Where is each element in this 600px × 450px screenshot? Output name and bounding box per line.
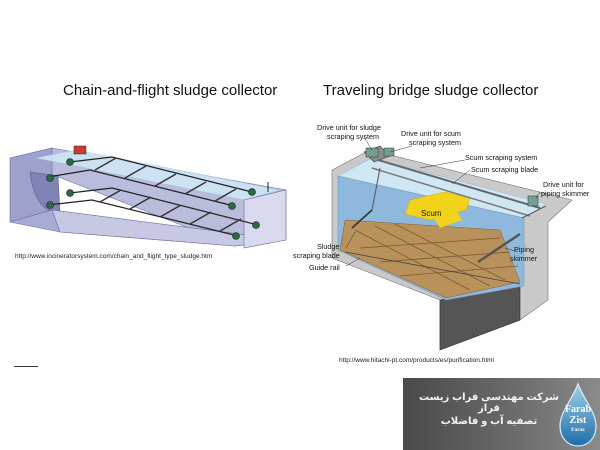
label-sludge-blade-2: scraping blade [293,251,340,260]
left-diagram-title: Chain-and-flight sludge collector [63,82,278,99]
logo-tagline: تصفیه آب و فاضلاب [440,416,538,427]
label-scum-system: Scum scraping system [465,153,537,162]
chain-flight-collector-illustration [8,145,287,249]
right-source-url: http://www.hitachi-pt.com/products/es/pu… [339,357,494,364]
logo-company-name: شرکت مهندسی فراب زیست فراز [419,392,559,414]
label-scum: Scum [421,209,442,218]
logo-drop-word-2: Zist [569,415,587,426]
right-diagram-title: Traveling bridge sludge collector [323,82,539,99]
label-guide-rail: Guide rail [309,263,340,272]
traveling-bridge-collector-illustration: Drive unit for sludge scraping system Dr… [293,123,590,351]
logo-drop-word-1: Farab [564,404,592,415]
company-logo-banner: شرکت مهندسی فراب زیست فراز تصفیه آب و فا… [403,378,600,450]
label-piping-1: Piping [514,245,534,254]
label-drive-sludge-1: Drive unit for sludge [317,123,381,132]
label-drive-skimmer-1: Drive unit for [543,180,584,189]
label-sludge-blade-1: Sludge [317,242,339,251]
label-drive-scum-2: scraping system [409,138,461,147]
water-drop-icon [559,382,597,447]
label-piping-2: skimmer [510,254,538,263]
label-drive-skimmer-2: piping skimmer [541,189,590,198]
label-drive-sludge-2: scraping system [327,132,379,141]
label-scum-blade: Scum scraping blade [471,165,538,174]
logo-drop-word-3: Faraz [571,427,585,433]
left-source-url: http://www.incineratorsystem.com/chain_a… [15,253,213,260]
short-divider [14,366,38,367]
label-drive-scum-1: Drive unit for scum [401,129,461,138]
